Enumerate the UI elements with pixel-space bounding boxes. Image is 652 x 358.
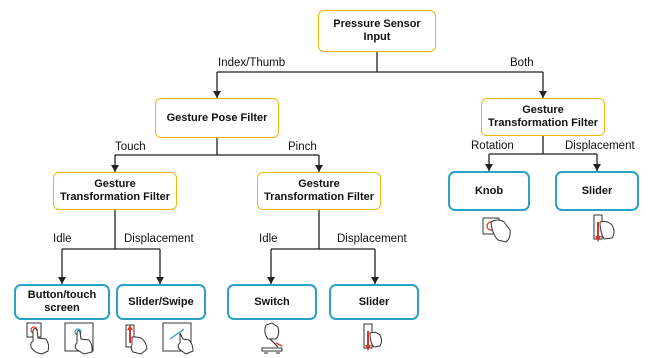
pressure-sensor-input-label: Pressure Sensor Input	[333, 18, 421, 43]
edge-label-touch: Touch	[115, 141, 146, 153]
slider-both-hand-icon	[593, 214, 615, 242]
slider-swipe-label: Slider/Swipe	[128, 295, 194, 308]
gesture-transformation-filter-pinch-label: Gesture Transformation Filter	[263, 178, 375, 203]
switch-label: Switch	[254, 295, 290, 308]
edge-label-idle-touch: Idle	[53, 233, 72, 245]
gesture-transformation-filter-both-label: Gesture Transformation Filter	[487, 104, 599, 129]
edge-label-rotation: Rotation	[471, 140, 514, 152]
edge-label-both: Both	[510, 57, 534, 69]
knob-hand-icon	[482, 217, 511, 243]
edge-label-pinch: Pinch	[288, 141, 317, 153]
edge-label-displacement-both: Displacement	[565, 140, 635, 152]
button-press-hand-icon	[26, 322, 50, 355]
gesture-pose-filter-label: Gesture Pose Filter	[166, 111, 268, 124]
slider-swipe-node: Slider/Swipe	[116, 284, 206, 320]
slider-pinch-hand-icon	[363, 323, 382, 351]
edge-label-idle-pinch: Idle	[259, 233, 278, 245]
edge-label-displacement-touch: Displacement	[124, 233, 194, 245]
slider-pinch-node: Slider	[329, 284, 419, 320]
edge-label-displacement-pinch: Displacement	[337, 233, 407, 245]
button-touch-screen-node: Button/touch screen	[14, 284, 110, 320]
touch-screen-hand-icon	[64, 322, 94, 355]
button-touch-screen-label: Button/touch screen	[27, 289, 97, 314]
slider-hand-icon	[125, 324, 148, 355]
gesture-transformation-filter-pinch-node: Gesture Transformation Filter	[257, 172, 381, 210]
gesture-pose-filter-node: Gesture Pose Filter	[155, 98, 279, 138]
swipe-hand-icon	[162, 322, 194, 355]
slider-both-node: Slider	[555, 171, 639, 211]
knob-node: Knob	[448, 171, 530, 211]
switch-node: Switch	[227, 284, 317, 320]
gesture-transformation-filter-both-node: Gesture Transformation Filter	[481, 98, 605, 136]
gesture-transformation-filter-touch-node: Gesture Transformation Filter	[53, 172, 177, 210]
edge-label-index-thumb: Index/Thumb	[218, 57, 286, 69]
pressure-sensor-input-node: Pressure Sensor Input	[318, 10, 436, 52]
slider-both-label: Slider	[581, 184, 613, 197]
slider-pinch-label: Slider	[358, 295, 390, 308]
switch-hand-icon	[261, 322, 283, 354]
knob-label: Knob	[474, 184, 504, 197]
gesture-transformation-filter-touch-label: Gesture Transformation Filter	[59, 178, 171, 203]
